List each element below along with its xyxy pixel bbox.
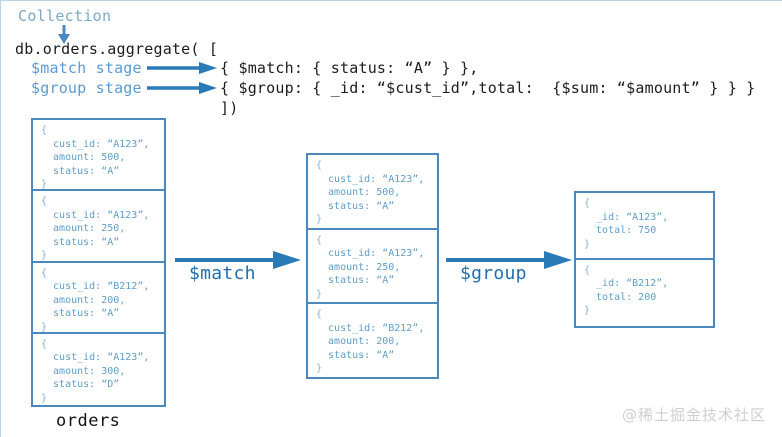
group-stage-pointer-arrow-icon bbox=[147, 82, 217, 94]
document-open-brace: { bbox=[41, 196, 48, 208]
match-output-box: { cust_id: “A123”, amount: 500, status: … bbox=[306, 153, 439, 379]
document-close-brace: } bbox=[316, 288, 323, 300]
document-close-brace: } bbox=[41, 179, 48, 190]
document-close-brace: } bbox=[41, 392, 48, 404]
document-close-brace: } bbox=[584, 305, 591, 316]
document-field: total: 200 bbox=[584, 291, 657, 303]
orders-collection-box: { cust_id: “A123”, amount: 500, status: … bbox=[31, 118, 166, 407]
document-open-brace: { bbox=[584, 264, 591, 276]
code-line-closing: ]) bbox=[220, 99, 239, 117]
document-row: { cust_id: “A123”, amount: 250, status: … bbox=[308, 230, 437, 305]
document-field: status: “A” bbox=[316, 275, 395, 287]
document-field: _id: “B212”, bbox=[584, 278, 669, 289]
document-close-brace: } bbox=[584, 238, 591, 250]
document-field: status: “D” bbox=[41, 379, 120, 391]
match-stage-pointer-arrow-icon bbox=[147, 62, 217, 74]
document-open-brace: { bbox=[316, 234, 323, 246]
document-field: status: “A” bbox=[316, 349, 395, 361]
document-close-brace: } bbox=[41, 250, 48, 262]
document-field: cust_id: “A123”, bbox=[41, 138, 150, 150]
down-arrow-icon bbox=[58, 25, 70, 44]
document-field: status: “A” bbox=[41, 308, 120, 319]
orders-collection-caption: orders bbox=[56, 411, 121, 431]
document-row: { cust_id: “B212”, amount: 200, status: … bbox=[33, 263, 164, 334]
document-field: cust_id: “A123”, bbox=[316, 248, 425, 260]
document-field: cust_id: “A123”, bbox=[316, 173, 425, 185]
document-field: _id: “A123”, bbox=[584, 211, 669, 223]
group-stage-arrow-icon bbox=[446, 251, 572, 269]
group-stage-annotation: $group stage bbox=[31, 79, 142, 97]
document-field: amount: 500, bbox=[316, 187, 401, 198]
document-field: cust_id: “B212”, bbox=[41, 281, 150, 292]
document-field: status: “A” bbox=[41, 165, 120, 177]
group-output-box: { _id: “A123”, total: 750}{ _id: “B212”,… bbox=[574, 191, 715, 328]
document-field: amount: 300, bbox=[41, 365, 126, 377]
document-close-brace: } bbox=[316, 214, 323, 225]
document-field: amount: 250, bbox=[316, 261, 401, 273]
match-stage-arrow-icon bbox=[175, 251, 301, 269]
document-row: { cust_id: “A123”, amount: 250, status: … bbox=[33, 191, 164, 263]
code-line-match-stage: { $match: { status: “A” } }, bbox=[220, 59, 479, 77]
document-row: { cust_id: “A123”, amount: 300, status: … bbox=[33, 334, 164, 405]
collection-annotation-label: Collection bbox=[18, 7, 112, 25]
watermark: @稀土掘金技术社区 bbox=[621, 406, 766, 424]
document-field: cust_id: “B212”, bbox=[316, 322, 425, 334]
code-line-group-stage: { $group: { _id: “$cust_id”,total: {$sum… bbox=[220, 79, 756, 97]
document-open-brace: { bbox=[41, 125, 48, 136]
document-close-brace: } bbox=[41, 321, 48, 333]
document-close-brace: } bbox=[316, 363, 323, 375]
document-row: { _id: “A123”, total: 750} bbox=[576, 193, 713, 260]
document-field: status: “A” bbox=[41, 236, 120, 248]
document-row: { cust_id: “B212”, amount: 200, status: … bbox=[308, 304, 437, 379]
document-field: amount: 500, bbox=[41, 152, 126, 163]
document-open-brace: { bbox=[41, 338, 48, 350]
document-row: { _id: “B212”, total: 200} bbox=[576, 260, 713, 327]
match-stage-annotation: $match stage bbox=[31, 59, 142, 77]
document-field: amount: 200, bbox=[316, 336, 401, 348]
group-stage-arrow-label: $group bbox=[460, 263, 527, 284]
document-row: { cust_id: “A123”, amount: 500, status: … bbox=[33, 120, 164, 192]
document-field: cust_id: “A123”, bbox=[41, 209, 150, 221]
document-open-brace: { bbox=[316, 160, 323, 171]
document-row: { cust_id: “A123”, amount: 500, status: … bbox=[308, 155, 437, 230]
document-field: status: “A” bbox=[316, 200, 395, 212]
document-field: amount: 200, bbox=[41, 294, 126, 306]
match-stage-arrow-label: $match bbox=[189, 263, 256, 284]
document-field: total: 750 bbox=[584, 225, 657, 236]
document-field: cust_id: “A123”, bbox=[41, 352, 150, 364]
document-open-brace: { bbox=[41, 267, 48, 279]
document-open-brace: { bbox=[584, 198, 591, 209]
document-open-brace: { bbox=[316, 309, 323, 321]
code-line-aggregate: db.orders.aggregate( [ bbox=[15, 40, 219, 58]
document-field: amount: 250, bbox=[41, 223, 126, 235]
